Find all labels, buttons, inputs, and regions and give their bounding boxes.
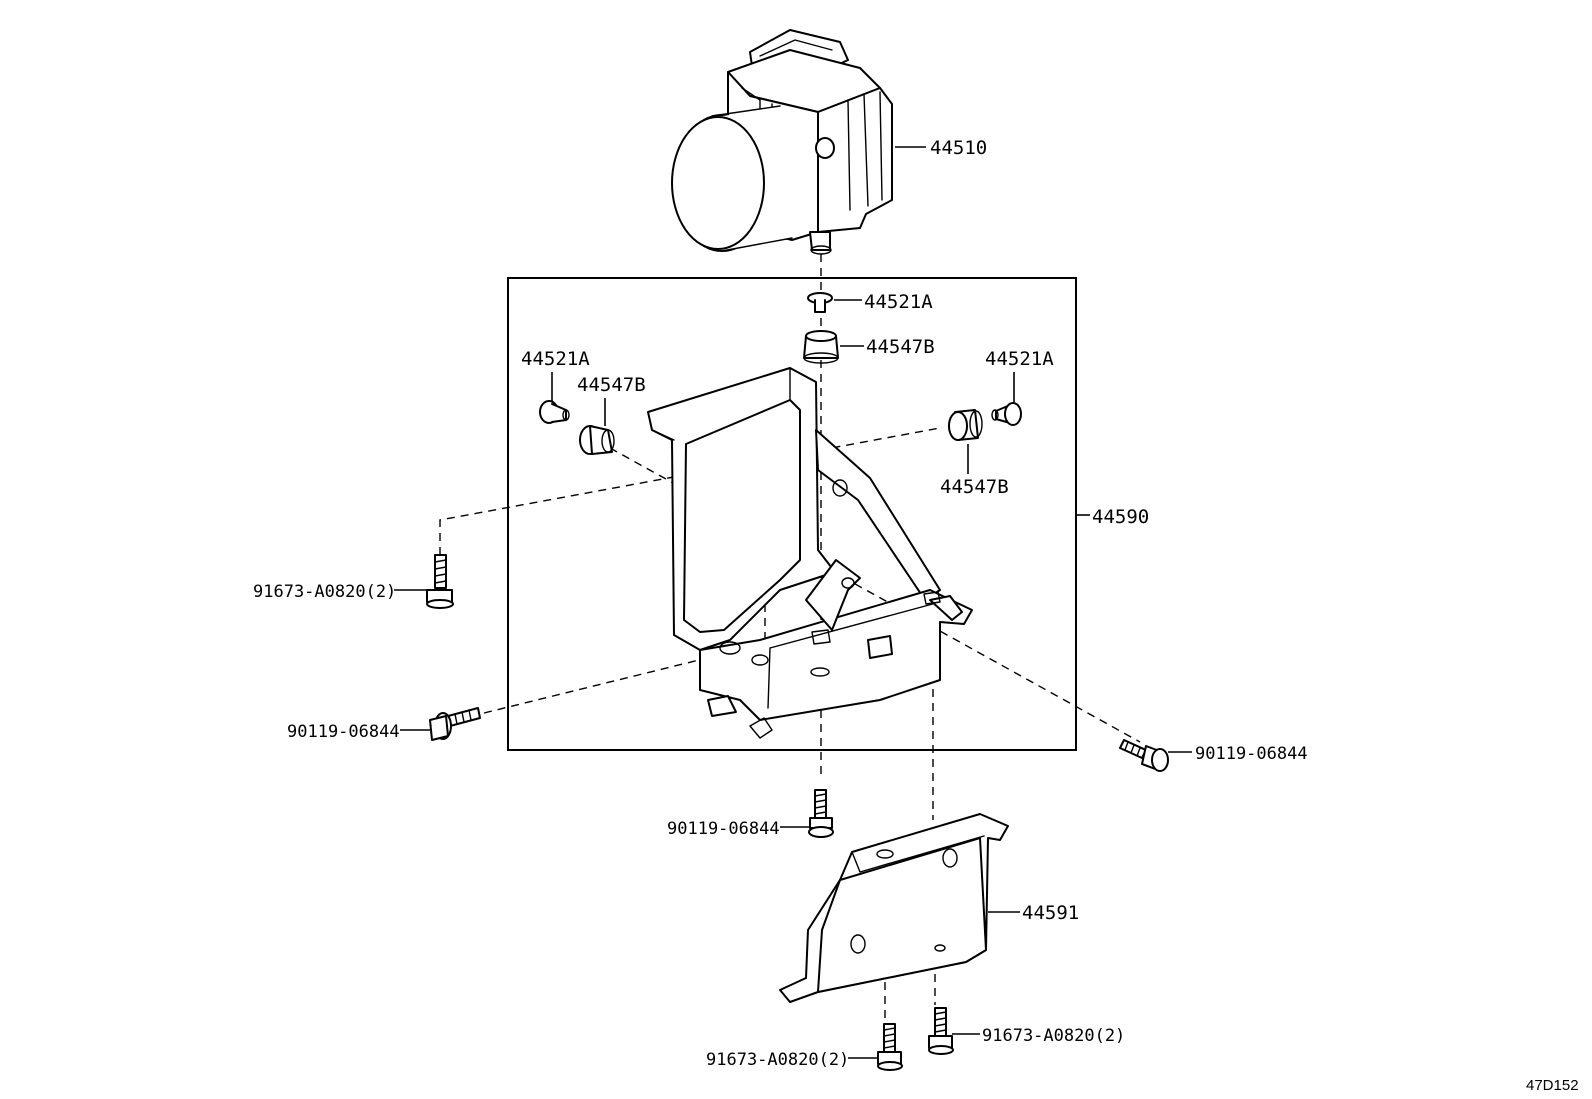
label-44547b-right: 44547B xyxy=(940,476,1009,498)
label-44521a-left: 44521A xyxy=(521,348,590,370)
bolt-90119-06844-left[interactable] xyxy=(429,707,481,741)
label-90119-06844-bottom: 90119-06844 xyxy=(667,819,780,839)
label-44521a-right: 44521A xyxy=(985,348,1054,370)
label-44591: 44591 xyxy=(1022,902,1079,924)
grommet-44547b-right[interactable] xyxy=(948,409,983,441)
label-91673-a0820-bottom-right: 91673-A0820(2) xyxy=(982,1026,1125,1046)
label-44547b-left: 44547B xyxy=(577,374,646,396)
label-91673-a0820-left: 91673-A0820(2) xyxy=(253,582,396,602)
assembly-frame-44590 xyxy=(507,277,1077,751)
label-90119-06844-right: 90119-06844 xyxy=(1195,744,1308,764)
label-44510: 44510 xyxy=(930,137,987,159)
label-44521a-top: 44521A xyxy=(864,291,933,313)
bolt-90119-06844-bottom[interactable] xyxy=(808,789,834,838)
label-44547b-top: 44547B xyxy=(866,336,935,358)
collar-44521a-top[interactable] xyxy=(807,292,833,313)
abs-actuator-44510[interactable] xyxy=(671,29,893,255)
grommet-44547b-top[interactable] xyxy=(803,330,839,364)
label-90119-06844-left: 90119-06844 xyxy=(287,722,400,742)
label-44590: 44590 xyxy=(1092,506,1149,528)
figure-reference-code: 47D152 xyxy=(1526,1077,1579,1094)
collar-44521a-right[interactable] xyxy=(991,402,1022,426)
collar-44521a-left[interactable] xyxy=(539,400,570,424)
bolt-91673-a0820-left[interactable] xyxy=(426,554,454,609)
bolt-90119-06844-right[interactable] xyxy=(1119,739,1169,772)
bracket-44590[interactable] xyxy=(647,367,973,739)
bracket-44591[interactable] xyxy=(779,813,1009,1003)
label-91673-a0820-bottom-left: 91673-A0820(2) xyxy=(706,1050,849,1070)
bolt-91673-a0820-bottom-right[interactable] xyxy=(928,1007,954,1055)
grommet-44547b-left[interactable] xyxy=(579,425,615,455)
bolt-91673-a0820-bottom-left[interactable] xyxy=(877,1023,903,1071)
